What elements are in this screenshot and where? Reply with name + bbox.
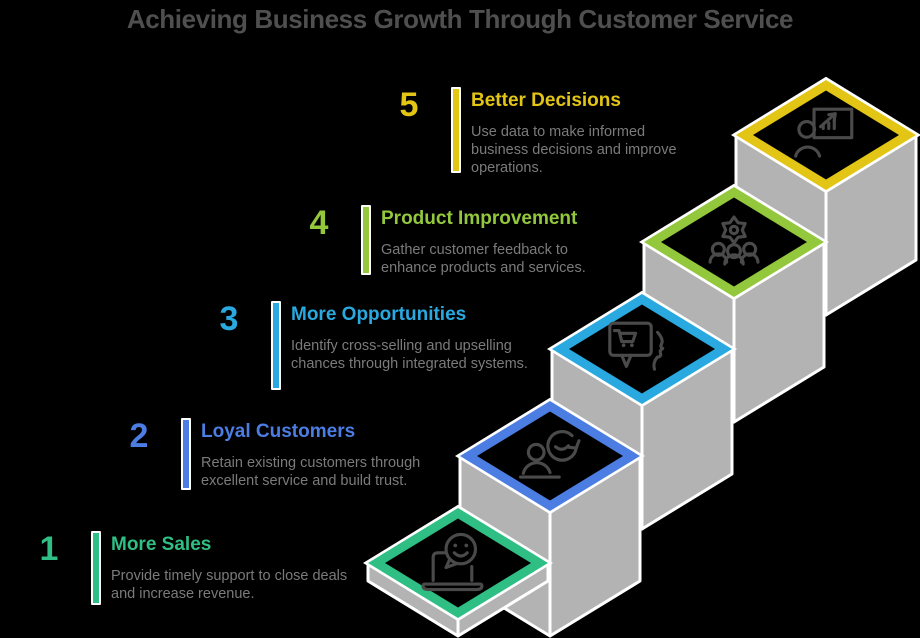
step-description: Provide timely support to close deals an… — [111, 568, 348, 602]
presentation-chart-icon — [794, 107, 854, 158]
step-number: 5 — [399, 86, 419, 124]
step-number: 4 — [309, 204, 329, 242]
step-1-platform — [363, 504, 553, 638]
step-accent-bar — [361, 205, 371, 275]
step-4-platform — [639, 183, 829, 424]
step-description: Retain existing customers through excell… — [201, 455, 421, 489]
cross-sell-conversation-icon — [608, 321, 665, 371]
step-number: 2 — [129, 417, 149, 455]
step-title: Loyal Customers — [201, 421, 356, 442]
step-title: Better Decisions — [471, 90, 621, 111]
step-3-tile-inner — [569, 304, 715, 394]
step-description: Gather customer feedback to enhance prod… — [381, 242, 586, 276]
step-title: More Opportunities — [291, 304, 467, 325]
laptop-support-chat-icon — [421, 532, 484, 592]
customer-retention-icon — [518, 430, 581, 479]
step-accent-bar — [451, 87, 461, 173]
step-description: Identify cross-selling and upselling cha… — [291, 338, 528, 372]
step-accent-bar — [91, 531, 101, 605]
step-title: More Sales — [111, 534, 212, 555]
step-description: Use data to make informed business decis… — [471, 124, 677, 176]
step-number: 1 — [39, 530, 59, 568]
step-number: 3 — [219, 300, 239, 338]
step-3-platform — [547, 290, 737, 531]
page-title: Achieving Business Growth Through Custom… — [126, 4, 794, 34]
step-accent-bar — [181, 418, 191, 490]
step-5-tile-inner — [753, 90, 899, 180]
step-accent-bar — [271, 301, 281, 390]
team-gear-icon — [708, 215, 760, 266]
step-title: Product Improvement — [381, 208, 578, 229]
